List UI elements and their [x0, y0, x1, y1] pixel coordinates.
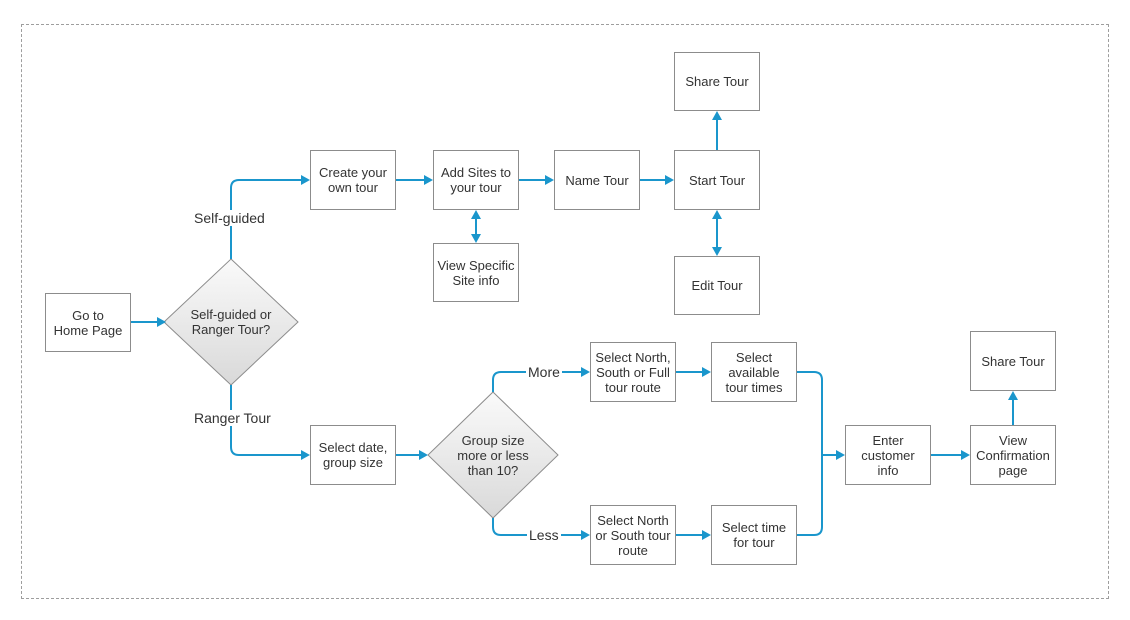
self-guided-or-ranger-decision-label: Self-guided or Ranger Tour? [190, 307, 272, 337]
arrowhead-home-to-decision [157, 317, 166, 327]
arrowhead-merge-to-customer-info [836, 450, 845, 460]
group-size-decision-label: Group size more or less than 10? [457, 432, 529, 478]
connector-self-guided [230, 179, 302, 259]
arrowhead-add-sites-to-name [545, 175, 554, 185]
view-confirmation-page-box: View Confirmation page [970, 425, 1056, 485]
arrowhead-route-full-to-times [702, 367, 711, 377]
arrowhead-more [581, 367, 590, 377]
arrowhead-route-ns-to-time [702, 530, 711, 540]
less-edge-label: Less [527, 527, 561, 543]
view-specific-site-info-box: View Specific Site info [433, 243, 519, 302]
arrowhead-self-guided [301, 175, 310, 185]
diagram-frame [21, 24, 1109, 599]
add-sites-box: Add Sites to your tour [433, 150, 519, 210]
start-tour-box: Start Tour [674, 150, 760, 210]
arrowhead-start-to-share [712, 111, 722, 120]
share-tour-box-bottom: Share Tour [970, 331, 1056, 391]
arrowhead-to-edit-tour [712, 247, 722, 256]
go-to-home-page-box: Go to Home Page [45, 293, 131, 352]
arrowhead-to-add-sites [471, 210, 481, 219]
arrowhead-ranger-tour [301, 450, 310, 460]
arrowhead-date-to-group [419, 450, 428, 460]
select-date-group-size-box: Select date, group size [310, 425, 396, 485]
select-north-or-south-route-box: Select North or South tour route [590, 505, 676, 565]
select-available-tour-times-box: Select available tour times [711, 342, 797, 402]
connector-merge-bracket [797, 371, 823, 536]
arrowhead-less [581, 530, 590, 540]
arrowhead-to-start-tour [712, 210, 722, 219]
name-tour-box: Name Tour [554, 150, 640, 210]
create-your-own-tour-box: Create your own tour [310, 150, 396, 210]
self-guided-edge-label: Self-guided [192, 210, 267, 226]
ranger-tour-edge-label: Ranger Tour [192, 410, 273, 426]
connector-less [492, 518, 582, 536]
arrowhead-create-to-add-sites [424, 175, 433, 185]
enter-customer-info-box: Enter customer info [845, 425, 931, 485]
select-north-south-full-route-box: Select North, South or Full tour route [590, 342, 676, 402]
select-time-for-tour-box: Select time for tour [711, 505, 797, 565]
connector-ranger-tour [230, 385, 302, 456]
share-tour-box-top: Share Tour [674, 52, 760, 111]
arrowhead-name-to-start [665, 175, 674, 185]
arrowhead-to-view-site [471, 234, 481, 243]
connector-more [492, 371, 582, 392]
arrowhead-confirmation-to-share [1008, 391, 1018, 400]
arrowhead-customer-to-confirmation [961, 450, 970, 460]
edit-tour-box: Edit Tour [674, 256, 760, 315]
more-edge-label: More [526, 364, 562, 380]
